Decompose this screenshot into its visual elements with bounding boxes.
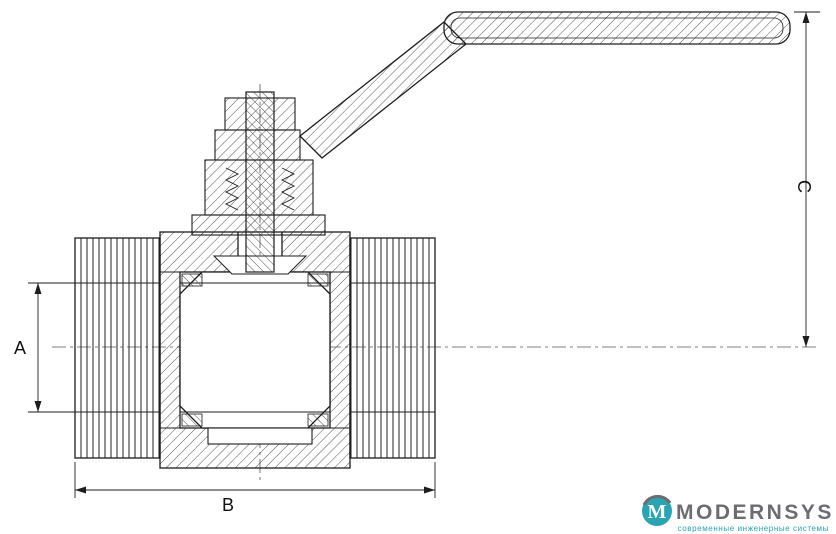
- right-threaded-end: [349, 237, 436, 459]
- dimension-b-label: B: [222, 495, 234, 515]
- logo-monogram: M: [648, 501, 667, 523]
- seat-top-left: [181, 273, 203, 287]
- dimension-a: A: [14, 282, 80, 413]
- ball: [179, 271, 331, 429]
- logo-brand-text: MODERNSYS: [676, 501, 834, 524]
- seat-bottom-left: [181, 413, 203, 427]
- ball-support-plate: [207, 427, 313, 445]
- dimension-c: C: [794, 11, 820, 347]
- dimension-a-label: A: [14, 338, 26, 358]
- dimension-b: B: [74, 462, 436, 515]
- seat-bottom-right: [307, 413, 329, 427]
- dimension-c-label: C: [794, 180, 814, 193]
- logo-mark-swoosh: [642, 494, 672, 506]
- stem: [245, 91, 275, 273]
- stem-assembly: [191, 91, 326, 273]
- left-threaded-end: [74, 237, 161, 459]
- logo-tagline-text: современные инженерные системы: [678, 524, 829, 533]
- seat-top-right: [307, 273, 329, 287]
- logo: M MODERNSYS современные инженерные систе…: [642, 494, 834, 533]
- ball-cavity: [179, 255, 331, 445]
- spring-washers-right: [280, 167, 296, 211]
- spring-washers-left: [224, 167, 240, 211]
- handle-bar: [443, 11, 791, 45]
- handle-arm: [299, 21, 467, 159]
- handle-fold-line: [450, 17, 784, 39]
- handle: [299, 11, 791, 159]
- logo-mark-circle: [642, 496, 672, 526]
